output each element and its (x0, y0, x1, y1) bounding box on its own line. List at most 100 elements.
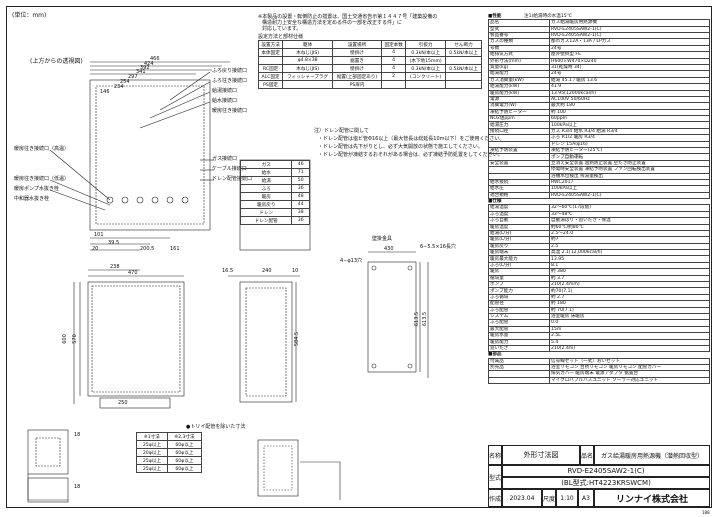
spec-section-performance: ■性能 (488, 14, 502, 19)
pipe-label-heating-low: 暖房往き接続口（低温） (14, 176, 70, 182)
cell: 46 (291, 160, 310, 169)
cell: 8.1 (549, 261, 710, 270)
cell: 50 (291, 176, 310, 185)
wall-bracket-label: 壁掛金具 (372, 236, 393, 242)
cell: 25φ以上 (136, 440, 168, 449)
drawing-frame (6, 6, 712, 508)
cell: RVD-E2405SAW2-1(C) (549, 25, 710, 34)
table-row: 消費電力(W)最大約 180 (488, 102, 710, 110)
cell: 60φ以上 (166, 464, 203, 473)
pipe-label-cable: ケーブル接続口 (212, 166, 247, 172)
cell: ドレン配管 (239, 216, 293, 225)
cell: 暖房戻り (239, 200, 293, 209)
bl-model: (BL型式:HT4223KRSWCM) (502, 477, 710, 489)
cell: ふろ (239, 184, 293, 193)
table-row: マイクロバブルバスユニット ソーラー対応ユニット (488, 376, 710, 385)
pipe-label-neutralizer-drain: 中和器水抜き栓 (14, 196, 50, 202)
cell: 25φ以上 (136, 464, 168, 473)
dim-front-238: 238 (110, 264, 120, 270)
drawing-name: 外形寸法図 (502, 445, 580, 465)
cell: 20φ以上 (136, 448, 168, 457)
pipe-label-heating-high: 暖房往き接続口（高温） (14, 146, 70, 152)
dim-wall-430: 430 (384, 246, 394, 252)
cell: 24号 (549, 70, 710, 78)
dim-bottom-18-b: 18 (74, 484, 81, 490)
install-table: 設置方法 躯体 設置場所 固定本数 引抜力 せん断力 本体固定木ねじ(JIS)壁… (257, 40, 482, 89)
table-row: システム浴室暖房 床暖房 (488, 312, 710, 321)
dim-254: 254 (120, 79, 130, 85)
cell: 60φ以上 (166, 440, 203, 449)
date: 2023.04 (502, 489, 542, 507)
install-note-1: ※本製品の設置・転倒防止の措置は、国土交通省告示第１４４７号「建築設備の (258, 14, 438, 20)
unit-label: (単位：mm) (12, 12, 47, 19)
company-name: リンナイ株式会社 (594, 489, 710, 507)
spec-note: 注1)給湯時の水温15℃ (524, 14, 572, 19)
cell: 15m (549, 325, 710, 334)
table-row: ※1寸法※2,3寸法 (136, 432, 203, 441)
cell: 0.0 (549, 319, 710, 327)
cell: 浴室暖房 床暖房 (549, 312, 710, 321)
table-row: 付属品信号線セット（一式）おいセット (488, 357, 710, 365)
product-label: 品名 (580, 445, 594, 465)
table-row: ポンプ能力約70(7.1) (488, 287, 710, 295)
page-number: 188 (702, 510, 710, 515)
cell (381, 80, 407, 89)
cell: ※1寸法 (136, 432, 168, 441)
dim-side-584-5: 584.5 (294, 331, 301, 347)
spec-section-specifications: ■仕様 (488, 199, 502, 205)
pipe-label-drain: ドレン配管接続口 (212, 176, 253, 182)
dim-39-5: 39.5 (108, 240, 120, 246)
dim-341: 341 (136, 69, 146, 75)
dim-146: 146 (100, 89, 110, 95)
table-row: ふろ配管約 70(7.1) (488, 306, 710, 315)
cell: 60ppm (549, 115, 710, 123)
table-row: 別売品浴室リモコン 台所リモコン 暖房リモコン 配管カバー (488, 363, 710, 372)
cell: 210(2.4mm) (549, 280, 710, 289)
table-row: 給湯能力(kW)41.9 (488, 83, 710, 91)
dim-front-250: 250 (118, 400, 128, 406)
cell: 44 (291, 200, 310, 209)
date-label: 作成 (488, 489, 502, 507)
cell: 13.95 (549, 255, 710, 263)
cell: 60φ以上 (166, 456, 203, 465)
holes-label: 4−φ13穴 (340, 258, 363, 264)
cell: 48 (291, 192, 310, 201)
cell: 36 (291, 216, 310, 225)
dim-side-16-5: 16.5 (222, 268, 234, 274)
cell: 71 (291, 168, 310, 177)
cell: 25φ以上 (136, 456, 168, 465)
table-row: 排気カバー 暖房端末 電源アダプタ 据置台 (488, 370, 710, 378)
cell: PS固定 (257, 80, 284, 89)
cell: 適合規格 (488, 191, 550, 200)
pipe-label-bath-supply: ふろ往き接続口 (212, 78, 248, 84)
dim-424: 424 (144, 61, 154, 67)
dim-297: 297 (128, 74, 138, 80)
side-view-outline (239, 281, 293, 403)
table-row: 凍結予防ヒーター約 100 (488, 108, 710, 117)
cell: 給水 (239, 168, 293, 177)
table-row: 質量(kg)31(乾燥時 34) (488, 63, 710, 72)
cell: 信号線セット（一式）おいセット (549, 357, 710, 365)
paper-size: A3 (578, 489, 594, 507)
table-row: ふろ循環約 2.7 (488, 293, 710, 302)
scale: 1:10 (556, 489, 578, 507)
model-label: 型式 (488, 465, 502, 489)
install-table-title: 設定方法と部材仕様 (258, 34, 304, 40)
